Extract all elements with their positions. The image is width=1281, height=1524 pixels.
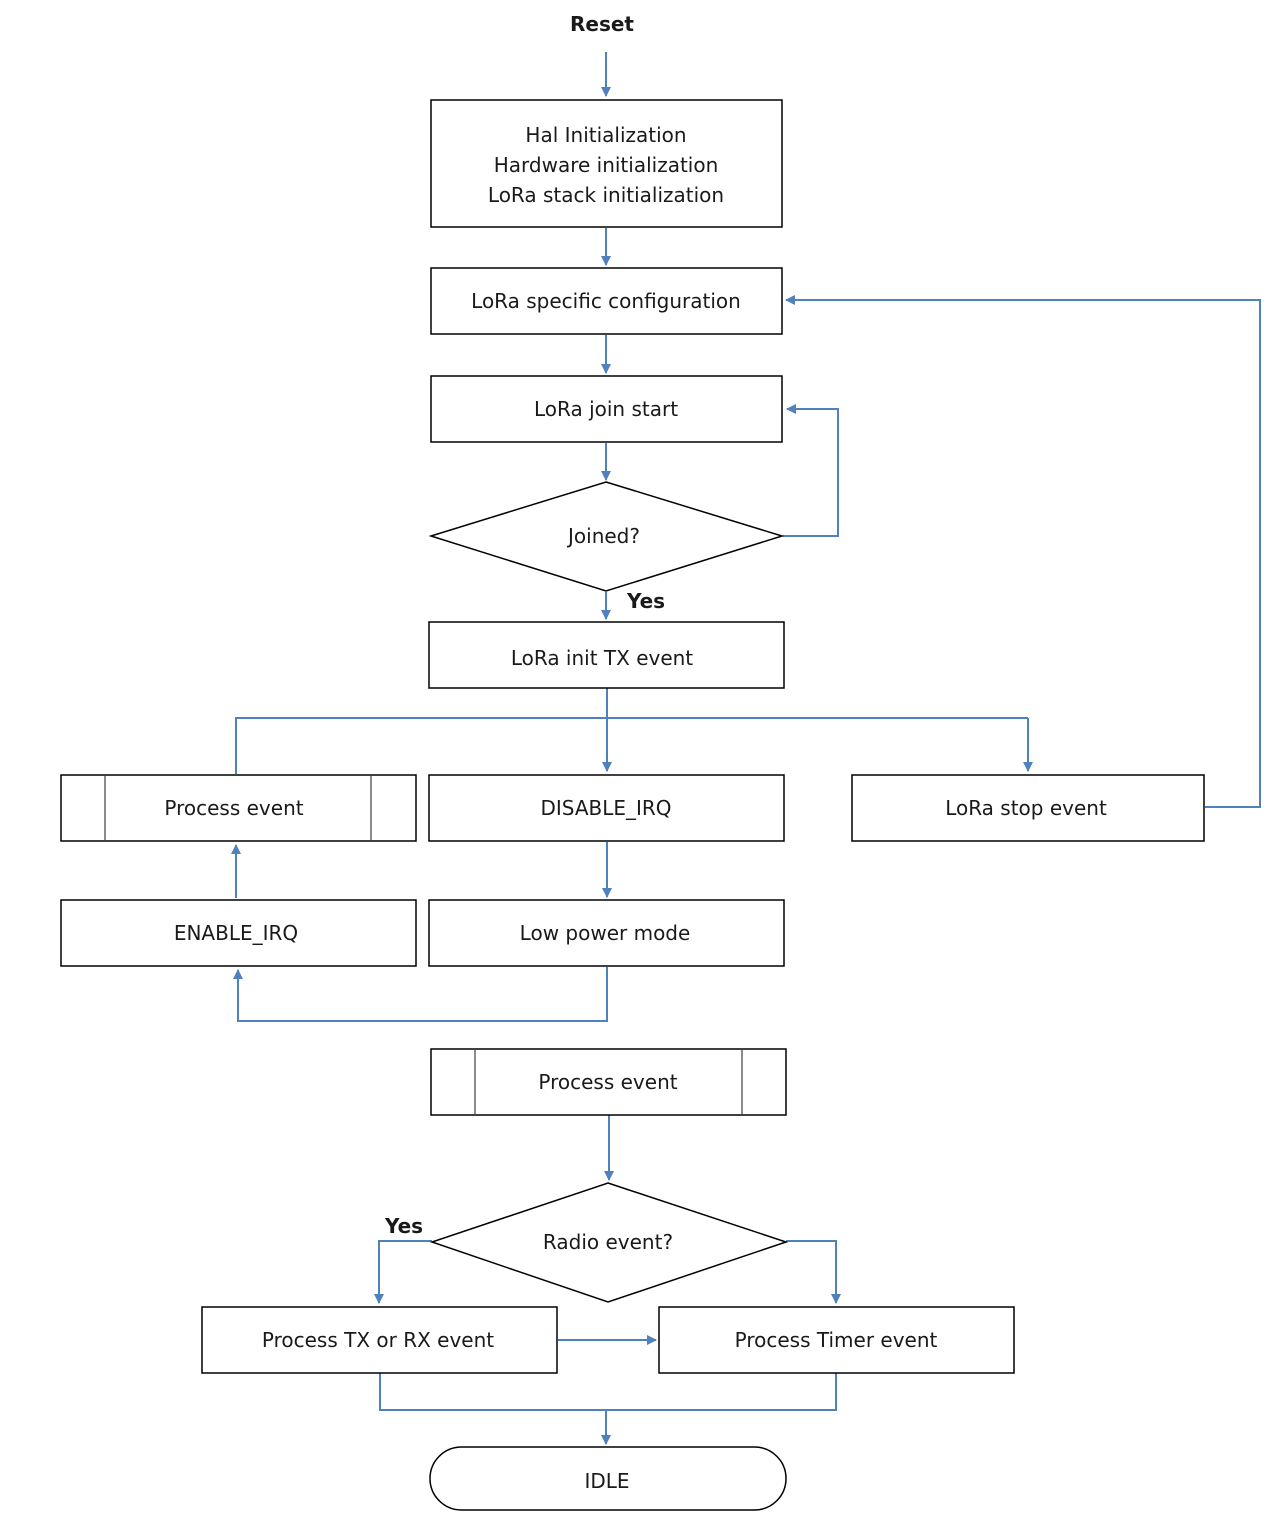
init-line-stack: LoRa stack initialization — [488, 183, 724, 207]
radio-yes-label: Yes — [384, 1214, 423, 1238]
process-txrx-label: Process TX or RX event — [262, 1328, 494, 1352]
process-timer-label: Process Timer event — [735, 1328, 938, 1352]
arrow-radio-no — [786, 1240, 841, 1304]
arrow-radio-yes — [374, 1240, 432, 1304]
init-line-hal: Hal Initialization — [525, 123, 686, 147]
process-event-loop-label: Process event — [164, 796, 303, 820]
reset-label: Reset — [570, 12, 634, 36]
lora-stop-label: LoRa stop event — [945, 796, 1107, 820]
process-timer-box: Process Timer event — [658, 1306, 1015, 1374]
process-txrx-box: Process TX or RX event — [201, 1306, 558, 1374]
disable-irq-box: DISABLE_IRQ — [428, 774, 785, 842]
arrow-stop-to-config — [785, 295, 1261, 808]
line-merge-to-idle — [379, 1373, 837, 1411]
enable-irq-label: ENABLE_IRQ — [174, 921, 298, 945]
arrow-joined-no-loop — [783, 404, 839, 537]
joined-yes-label: Yes — [626, 589, 665, 613]
joined-decision: Joined? — [428, 481, 785, 592]
lora-config-label: LoRa specific configuration — [471, 289, 741, 313]
lora-config-box: LoRa specific configuration — [430, 267, 783, 335]
connectors — [231, 52, 1261, 1445]
idle-label: IDLE — [584, 1469, 629, 1493]
arrow-lowpower-to-enable — [233, 967, 608, 1022]
lora-join-box: LoRa join start — [430, 375, 783, 443]
init-line-hardware: Hardware initialization — [494, 153, 719, 177]
enable-irq-box: ENABLE_IRQ — [60, 899, 417, 967]
init-box: Hal Initialization Hardware initializati… — [430, 99, 783, 228]
lora-init-tx-label: LoRa init TX event — [511, 646, 693, 670]
low-power-box: Low power mode — [428, 899, 785, 967]
radio-decision: Radio event? — [429, 1182, 789, 1303]
process-event-sub-box: Process event — [430, 1048, 787, 1116]
lora-stop-box: LoRa stop event — [851, 774, 1205, 842]
radio-decision-label: Radio event? — [543, 1230, 673, 1254]
disable-irq-label: DISABLE_IRQ — [540, 796, 671, 820]
idle-terminator: IDLE — [429, 1446, 787, 1511]
lora-init-tx-box: LoRa init TX event — [428, 621, 785, 689]
process-event-loop-box: Process event — [60, 774, 417, 842]
joined-decision-label: Joined? — [566, 524, 640, 548]
process-event-sub-label: Process event — [538, 1070, 677, 1094]
lora-join-label: LoRa join start — [534, 397, 678, 421]
line-branch-bus — [235, 717, 1028, 774]
low-power-label: Low power mode — [520, 921, 691, 945]
